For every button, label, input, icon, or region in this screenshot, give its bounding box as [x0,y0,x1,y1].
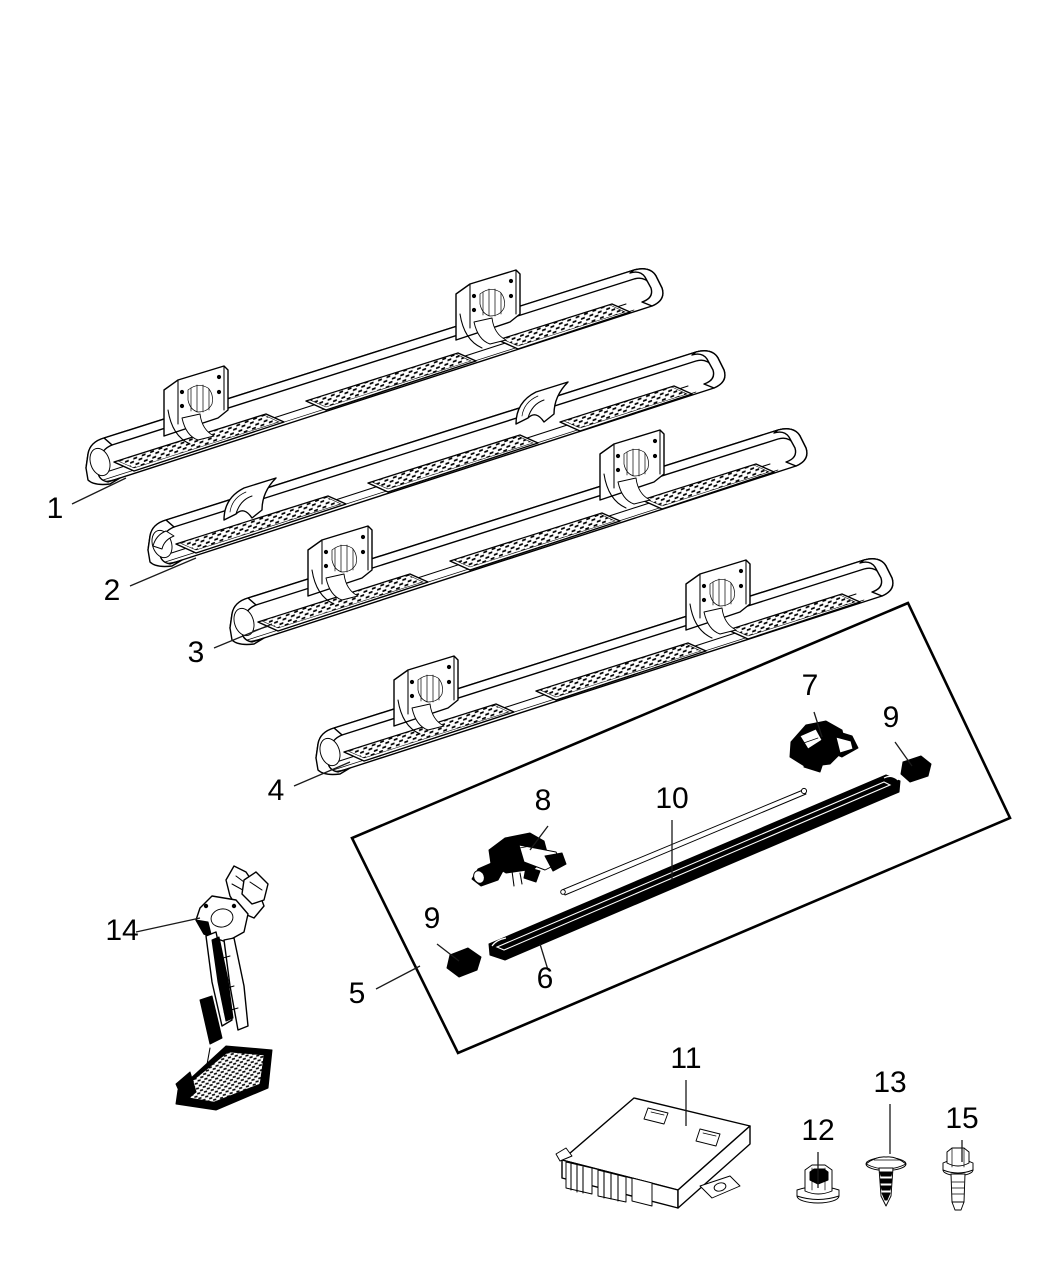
power-board-kit-box[interactable] [350,601,1012,1055]
leader-8 [529,825,549,851]
leader-1 [71,477,127,505]
leader-9 [894,741,913,767]
leader-4 [293,761,351,787]
callout-label-10[interactable]: 10 [655,782,688,815]
linkage-bracket-assembly[interactable] [789,720,859,773]
deployable-step-assembly[interactable] [175,865,273,1111]
deployable-step-pad[interactable] [488,774,901,961]
callout-label-15[interactable]: 15 [945,1102,978,1135]
callout-label-3[interactable]: 3 [188,636,205,669]
callout-label-11[interactable]: 11 [670,1042,701,1075]
leader-2 [129,557,197,587]
callout-label-2[interactable]: 2 [104,574,121,607]
leader-3 [213,623,273,649]
callout-label-9[interactable]: 9 [883,701,900,734]
leader-lines [71,477,963,1188]
flange-nut[interactable] [796,1164,840,1204]
leader-7 [813,711,823,738]
support-rod[interactable] [560,787,808,896]
leader-9b [436,943,460,962]
leader-14 [135,917,201,933]
callout-label-8[interactable]: 8 [535,784,552,817]
callout-label-12[interactable]: 12 [801,1114,834,1147]
retainer-clip-upper[interactable] [900,755,932,783]
leader-6 [539,943,549,971]
motor-actuator-assembly[interactable] [471,832,567,887]
callout-label-6[interactable]: 6 [537,962,554,995]
callout-label-4[interactable]: 4 [268,774,285,807]
leader-5 [375,965,421,990]
callout-label-1[interactable]: 1 [47,492,64,525]
retainer-clip-lower[interactable] [446,947,482,978]
callout-label-7[interactable]: 7 [802,669,819,702]
control-module[interactable] [555,1097,751,1209]
flange-bolt[interactable] [942,1147,974,1211]
callout-label-9b[interactable]: 9 [424,902,441,935]
callout-labels: 1 2 3 4 5 6 7 8 9 9 10 11 12 13 14 15 [47,492,979,1147]
callout-label-13[interactable]: 13 [873,1066,906,1099]
callout-label-5[interactable]: 5 [349,977,366,1010]
running-board-1[interactable] [85,268,664,486]
push-pin-retainer[interactable] [865,1156,907,1207]
callout-label-14[interactable]: 14 [105,914,138,947]
